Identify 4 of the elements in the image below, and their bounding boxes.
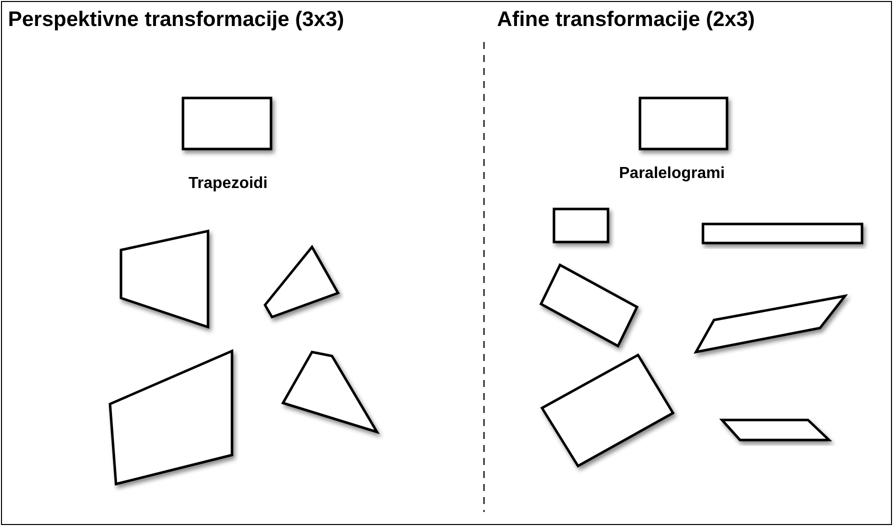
shape-caption: Paralelogrami (619, 165, 725, 183)
shape-caption: Trapezoidi (188, 175, 268, 193)
panel-title: Perspektivne transformacije (3x3) (8, 8, 344, 32)
panel-title: Afine transformacije (2x3) (497, 8, 755, 32)
